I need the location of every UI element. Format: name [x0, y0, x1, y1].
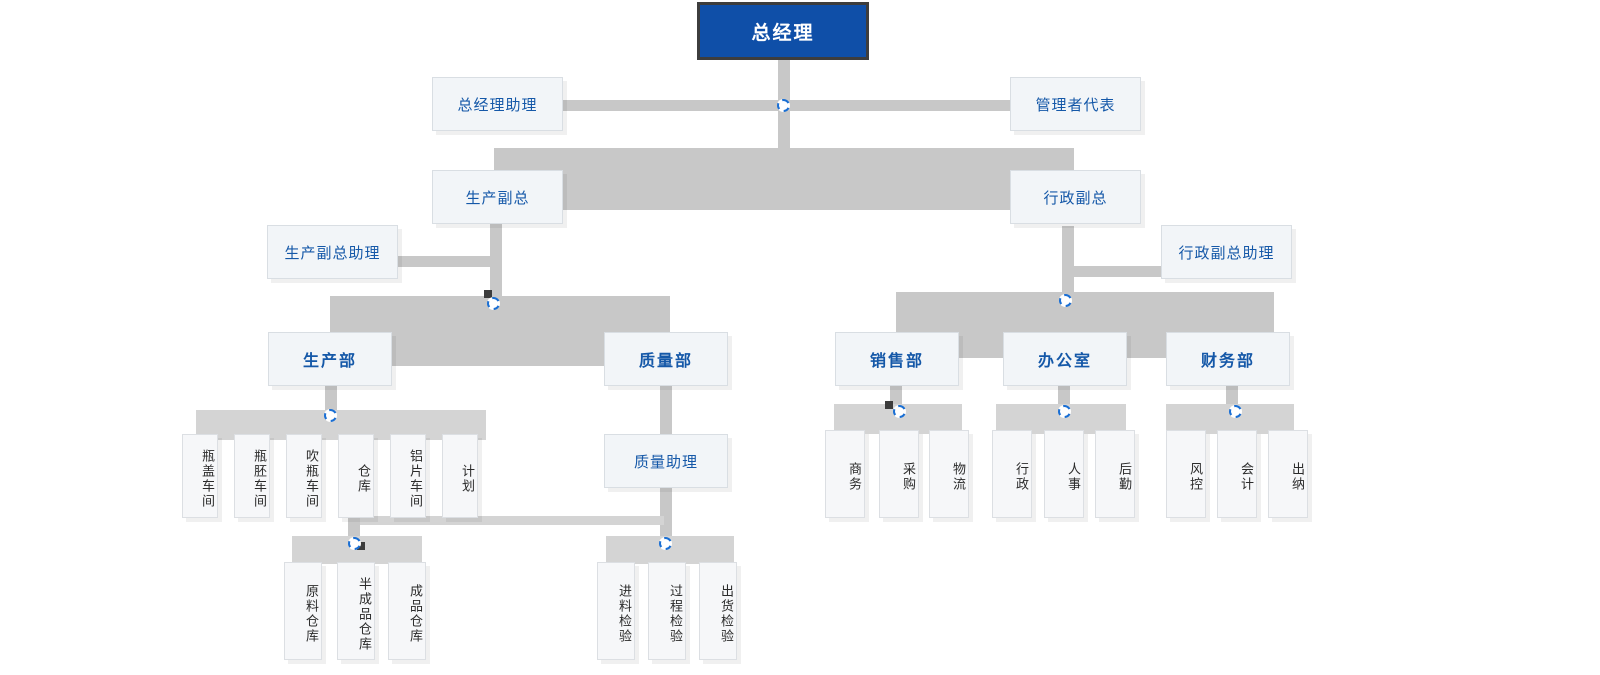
- connector-adminvp-assistant: [1070, 266, 1166, 277]
- connector-finance-down: [1226, 382, 1238, 410]
- connector-office-down: [1058, 382, 1070, 410]
- leaf-sales-unit[interactable]: 物流: [929, 430, 969, 518]
- leaf-sales-unit[interactable]: 商务: [825, 430, 865, 518]
- connector-warehouse-feed: [348, 516, 664, 525]
- leaf-production-unit[interactable]: 瓶盖车间: [182, 434, 218, 518]
- connector-handle-square[interactable]: [885, 401, 893, 409]
- node-office-department[interactable]: 办公室: [1003, 332, 1127, 386]
- node-finance-department[interactable]: 财务部: [1166, 332, 1290, 386]
- leaf-finance-unit[interactable]: 出纳: [1268, 430, 1308, 518]
- leaf-production-unit[interactable]: 铝片车间: [390, 434, 426, 518]
- connector-vp-band: [494, 148, 1074, 210]
- node-production-vp-assistant[interactable]: 生产副总助理: [267, 225, 398, 279]
- leaf-office-unit[interactable]: 行政: [992, 430, 1032, 518]
- leaf-sales-unit[interactable]: 采购: [879, 430, 919, 518]
- leaf-production-unit[interactable]: 吹瓶车间: [286, 434, 322, 518]
- connector-sales-down: [890, 382, 902, 410]
- connector-handle[interactable]: [348, 537, 361, 550]
- node-sales-department[interactable]: 销售部: [835, 332, 959, 386]
- connector-root-to-vp: [778, 108, 790, 150]
- connector-root-down: [778, 58, 790, 108]
- connector-handle[interactable]: [487, 297, 500, 310]
- connector-prodvp-assistant: [392, 256, 496, 267]
- leaf-office-unit[interactable]: 人事: [1044, 430, 1084, 518]
- connector-warehouse-down: [348, 516, 360, 538]
- connector-handle[interactable]: [1229, 405, 1242, 418]
- node-quality-assistant[interactable]: 质量助理: [604, 434, 728, 488]
- connector-prodvp-down: [490, 222, 502, 302]
- leaf-production-unit[interactable]: 计划: [442, 434, 478, 518]
- connector-handle-square[interactable]: [357, 542, 365, 550]
- connector-handle[interactable]: [777, 99, 790, 112]
- connector-handle[interactable]: [324, 409, 337, 422]
- leaf-warehouse-unit[interactable]: 半成品仓库: [337, 562, 375, 660]
- node-production-department[interactable]: 生产部: [268, 332, 392, 386]
- connector-qaassist-down: [660, 486, 672, 540]
- connector-handle[interactable]: [1059, 294, 1072, 307]
- leaf-inspection-unit[interactable]: 过程检验: [648, 562, 686, 660]
- node-general-manager[interactable]: 总经理: [697, 2, 869, 60]
- node-administrative-vp[interactable]: 行政副总: [1010, 170, 1141, 224]
- connector-handle[interactable]: [659, 537, 672, 550]
- node-production-vp[interactable]: 生产副总: [432, 170, 563, 224]
- leaf-production-unit[interactable]: 仓库: [338, 434, 374, 518]
- leaf-inspection-unit[interactable]: 出货检验: [699, 562, 737, 660]
- node-gm-assistant[interactable]: 总经理助理: [432, 77, 563, 131]
- leaf-warehouse-unit[interactable]: 成品仓库: [388, 562, 426, 660]
- leaf-office-unit[interactable]: 后勤: [1095, 430, 1135, 518]
- connector-handle[interactable]: [1058, 405, 1071, 418]
- leaf-finance-unit[interactable]: 会计: [1217, 430, 1257, 518]
- node-quality-department[interactable]: 质量部: [604, 332, 728, 386]
- node-administrative-vp-assistant[interactable]: 行政副总助理: [1161, 225, 1292, 279]
- leaf-production-unit[interactable]: 瓶胚车间: [234, 434, 270, 518]
- leaf-finance-unit[interactable]: 风控: [1166, 430, 1206, 518]
- connector-handle-square[interactable]: [484, 290, 492, 298]
- connector-handle[interactable]: [893, 405, 906, 418]
- leaf-inspection-unit[interactable]: 进料检验: [597, 562, 635, 660]
- connector-qadept-down: [660, 382, 672, 436]
- connector-adminvp-down: [1062, 226, 1074, 304]
- leaf-warehouse-unit[interactable]: 原料仓库: [284, 562, 322, 660]
- node-management-representative[interactable]: 管理者代表: [1010, 77, 1141, 131]
